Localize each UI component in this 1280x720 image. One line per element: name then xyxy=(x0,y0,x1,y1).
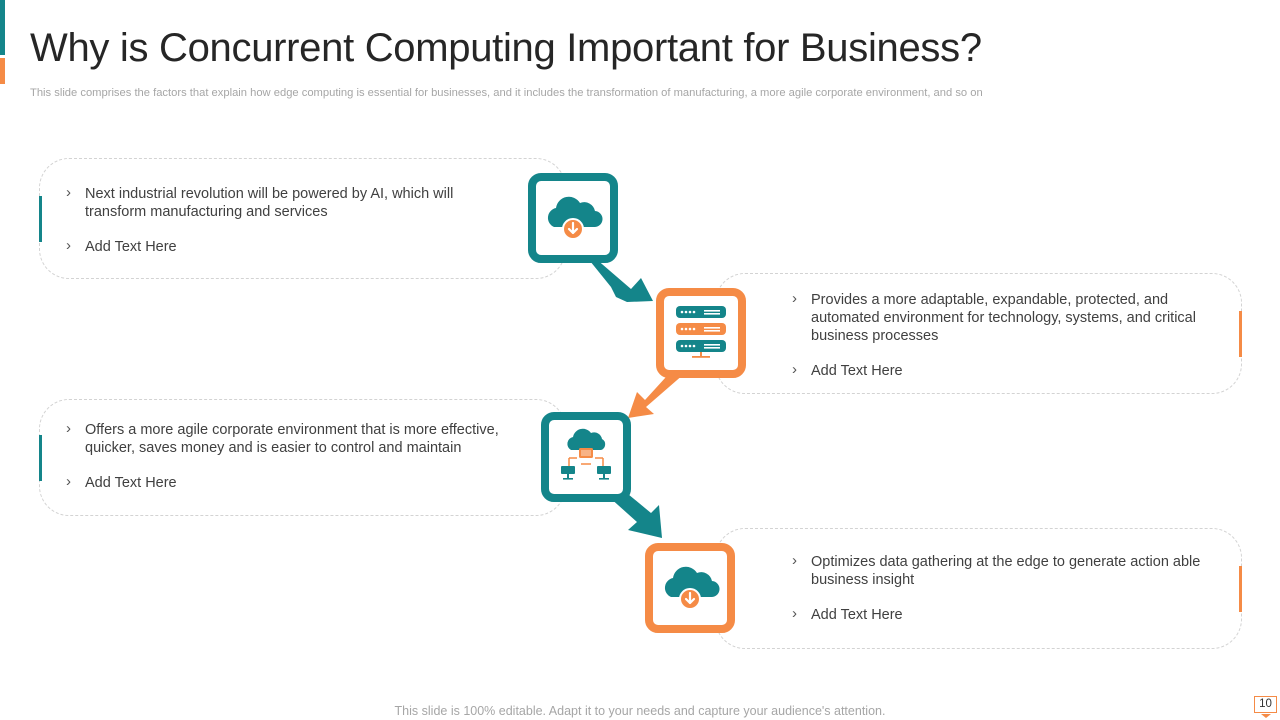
card-marker xyxy=(39,434,42,481)
cloud-download-icon xyxy=(664,566,720,610)
bullet-text: Offers a more agile corporate environmen… xyxy=(85,422,499,456)
footer-note: This slide is 100% editable. Adapt it to… xyxy=(394,704,886,718)
icon-box-3 xyxy=(541,412,631,502)
bullet-text: Optimizes data gathering at the edge to … xyxy=(811,554,1201,588)
card-bullet: › Optimizes data gathering at the edge t… xyxy=(792,552,1211,589)
chevron-right-icon: › xyxy=(792,290,797,307)
factor-card-4: › Optimizes data gathering at the edge t… xyxy=(715,528,1242,649)
cloud-network-icon xyxy=(561,428,611,480)
card-marker xyxy=(1239,565,1242,612)
card-bullet: › Provides a more adaptable, expandable,… xyxy=(792,290,1211,345)
arrow-teal-1 xyxy=(588,252,653,302)
arrow-orange xyxy=(628,366,684,418)
card-marker xyxy=(39,195,42,242)
icon-box-1 xyxy=(528,173,618,263)
card-bullet: › Add Text Here xyxy=(66,237,495,256)
card-bullet: › Add Text Here xyxy=(792,361,1211,380)
chevron-right-icon: › xyxy=(66,237,71,254)
chevron-right-icon: › xyxy=(792,605,797,622)
bullet-text: Add Text Here xyxy=(811,363,903,379)
factor-card-3: › Offers a more agile corporate environm… xyxy=(39,399,566,516)
card-bullet: › Add Text Here xyxy=(792,605,1211,624)
factor-card-1: › Next industrial revolution will be pow… xyxy=(39,158,566,279)
page-subtitle: This slide comprises the factors that ex… xyxy=(30,87,983,99)
page-title: Why is Concurrent Computing Important fo… xyxy=(30,26,982,70)
chevron-right-icon: › xyxy=(792,552,797,569)
chevron-right-icon: › xyxy=(66,184,71,201)
icon-box-4 xyxy=(645,543,735,633)
teal-accent-bar xyxy=(0,0,5,55)
card-marker xyxy=(1239,310,1242,357)
card-bullet: › Offers a more agile corporate environm… xyxy=(66,420,515,457)
chevron-right-icon: › xyxy=(792,361,797,378)
bullet-text: Provides a more adaptable, expandable, p… xyxy=(811,292,1196,344)
factor-card-2: › Provides a more adaptable, expandable,… xyxy=(715,273,1242,394)
bullet-text: Next industrial revolution will be power… xyxy=(85,186,454,220)
bullet-text: Add Text Here xyxy=(85,239,177,255)
bullet-text: Add Text Here xyxy=(811,607,903,623)
chevron-right-icon: › xyxy=(66,420,71,437)
card-bullet: › Next industrial revolution will be pow… xyxy=(66,184,495,221)
icon-box-2 xyxy=(656,288,746,378)
bullet-text: Add Text Here xyxy=(85,475,177,491)
card-bullet: › Add Text Here xyxy=(66,473,515,492)
chevron-right-icon: › xyxy=(66,473,71,490)
page-number: 10 xyxy=(1254,696,1277,718)
orange-accent-bar xyxy=(0,58,5,84)
server-rack-icon xyxy=(676,306,726,358)
cloud-download-icon xyxy=(547,196,603,240)
